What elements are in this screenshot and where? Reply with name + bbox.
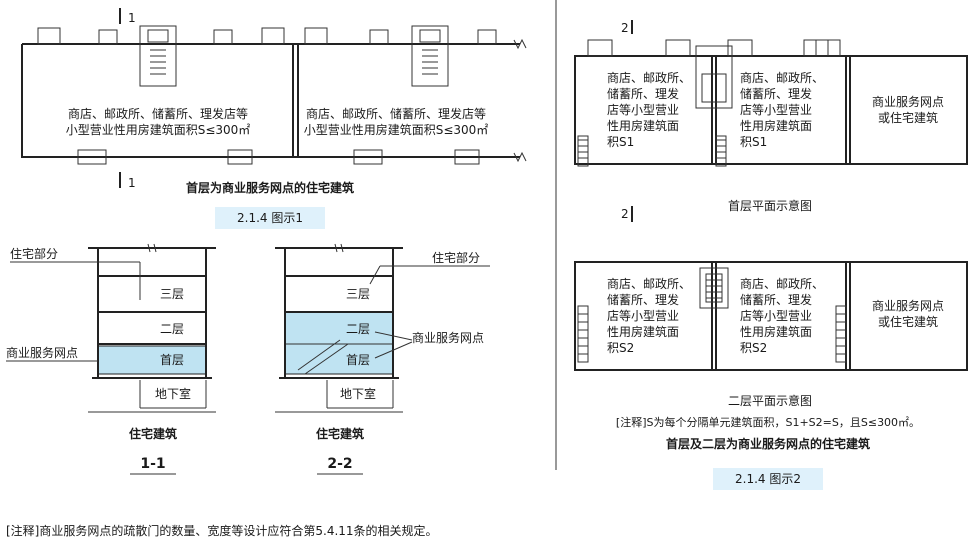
fig2-marker-bottom: 2 (621, 207, 629, 221)
fig2-tag: 2.1.4 图示2 (735, 472, 801, 486)
fig1-right-unit-line2: 小型营业性用房建筑面积S≤300㎡ (304, 122, 489, 137)
fig1-left-unit-line1: 商店、邮政所、储蓄所、理发店等 (68, 106, 248, 121)
sec2-floor2: 二层 (346, 322, 370, 336)
section-marker-top: 1 (128, 11, 136, 25)
plan2-caption: 二层平面示意图 (728, 393, 812, 408)
fig2-ground-plan (574, 20, 968, 222)
fig1-right-unit-line1: 商店、邮政所、储蓄所、理发店等 (306, 106, 486, 121)
s1-line: 店等小型营业 (607, 309, 679, 323)
label-residential-left: 住宅部分 (10, 246, 58, 261)
s-right-line2: 或住宅建筑 (878, 314, 938, 329)
g1-line: 性用房建筑面 (607, 118, 679, 133)
s1-line: 商店、邮政所、 (607, 276, 691, 291)
label-commercial-left: 商业服务网点 (6, 345, 78, 360)
fig2-caption: 首层及二层为商业服务网点的住宅建筑 (666, 436, 870, 451)
g2-line: 储蓄所、理发 (740, 86, 812, 101)
section-2-2 (275, 243, 403, 413)
s1-line: 性用房建筑面 (607, 324, 679, 339)
sec2-floor1: 首层 (346, 353, 370, 367)
s2-line: 积S2 (740, 341, 767, 355)
fig2-second-unit2-text: 商店、邮政所、 储蓄所、理发 店等小型营业 性用房建筑面 积S2 (740, 276, 824, 355)
fig1-plan (21, 8, 527, 188)
page-footnote: [注释]商业服务网点的疏散门的数量、宽度等设计应符合第5.4.11条的相关规定。 (6, 524, 438, 538)
g-right-line1: 商业服务网点 (872, 94, 944, 109)
sec2-name: 2-2 (327, 456, 352, 472)
plan1-caption: 首层平面示意图 (728, 198, 812, 213)
g1-line: 储蓄所、理发 (607, 86, 679, 101)
sec1-basement: 地下室 (155, 386, 191, 401)
fig2-ground-unit1-text: 商店、邮政所、 储蓄所、理发 店等小型营业 性用房建筑面 积S1 (607, 70, 691, 149)
fig1-tag: 2.1.4 图示1 (237, 211, 303, 225)
sec2-floor3: 三层 (346, 287, 370, 301)
sec1-floor2: 二层 (160, 322, 184, 336)
s2-line: 性用房建筑面 (740, 324, 812, 339)
g2-line: 商店、邮政所、 (740, 70, 824, 85)
label-residential-right: 住宅部分 (432, 250, 480, 265)
sec1-building: 住宅建筑 (129, 426, 177, 441)
fig2-ground-unit2-text: 商店、邮政所、 储蓄所、理发 店等小型营业 性用房建筑面 积S1 (740, 70, 824, 149)
s2-line: 储蓄所、理发 (740, 292, 812, 307)
g1-line: 店等小型营业 (607, 103, 679, 117)
sec2-building: 住宅建筑 (316, 426, 364, 441)
fig2-marker-top: 2 (621, 21, 629, 35)
fig2-second-unit1-text: 商店、邮政所、 储蓄所、理发 店等小型营业 性用房建筑面 积S2 (607, 276, 691, 355)
sec1-name: 1-1 (140, 456, 165, 472)
fig1-caption: 首层为商业服务网点的住宅建筑 (186, 180, 354, 195)
g1-line: 商店、邮政所、 (607, 70, 691, 85)
sec2-basement: 地下室 (340, 386, 376, 401)
fig2-note: [注释]S为每个分隔单元建筑面积，S1+S2=S，且S≤300㎡。 (616, 415, 920, 429)
g2-line: 性用房建筑面 (740, 118, 812, 133)
label-commercial-right: 商业服务网点 (412, 330, 484, 345)
sec1-floor3: 三层 (160, 287, 184, 301)
s1-line: 积S2 (607, 341, 634, 355)
sec1-floor1: 首层 (160, 353, 184, 367)
s2-line: 店等小型营业 (740, 309, 812, 323)
s1-line: 储蓄所、理发 (607, 292, 679, 307)
g1-line: 积S1 (607, 135, 634, 149)
fig1-tag-bg (215, 207, 325, 229)
g2-line: 积S1 (740, 135, 767, 149)
fig2-tag-bg (713, 468, 823, 490)
s2-line: 商店、邮政所、 (740, 276, 824, 291)
g2-line: 店等小型营业 (740, 103, 812, 117)
fig2-second-plan (574, 261, 968, 371)
section-marker-bottom: 1 (128, 176, 136, 190)
g-right-line2: 或住宅建筑 (878, 110, 938, 125)
s-right-line1: 商业服务网点 (872, 298, 944, 313)
fig1-left-unit-line2: 小型营业性用房建筑面积S≤300㎡ (66, 122, 251, 137)
section-1-1 (88, 243, 216, 413)
